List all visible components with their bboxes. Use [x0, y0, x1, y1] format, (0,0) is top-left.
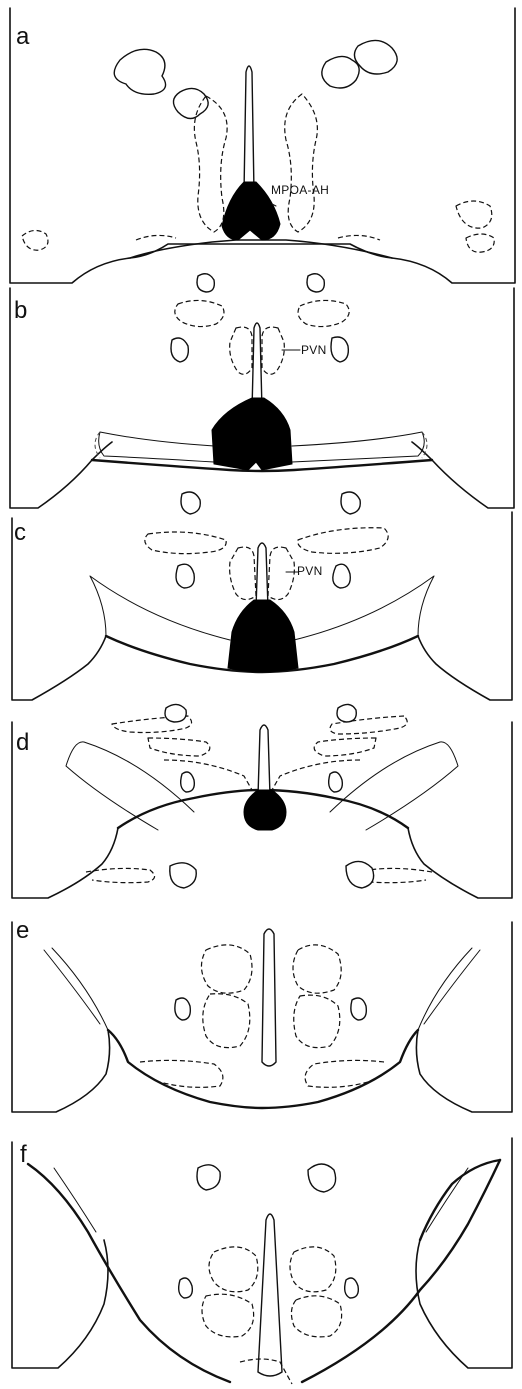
- panel-e-third-ventricle: [262, 929, 276, 1066]
- panel-e-nucleus: [351, 998, 366, 1020]
- panel-c-right-contour: [418, 512, 512, 700]
- panel-f-right-arc: [302, 1160, 500, 1382]
- panel-b-letter: b: [14, 297, 27, 324]
- panel-e-lateral-strip: [418, 948, 480, 1030]
- panel-b-nucleus: [331, 337, 348, 362]
- panel-f-dashed-nucleus: [291, 1296, 341, 1337]
- panel-e-dashed-tract: [86, 868, 155, 882]
- panel-f-right-contour: [416, 1138, 512, 1368]
- panel-d-optic-tract: [66, 742, 194, 830]
- panel-d-nucleus: [329, 772, 343, 792]
- panel-a-chiasm: [130, 240, 392, 258]
- panel-c-pvn-nucleus: [230, 547, 256, 600]
- panel-d-dashed-tract: [148, 738, 210, 756]
- panel-e-right-contour: [416, 922, 512, 1112]
- panel-b-pvn-nucleus: [230, 327, 252, 374]
- panel-f-nucleus: [197, 1165, 220, 1190]
- panel-a-dashed-nucleus: [456, 201, 492, 228]
- panel-c-dashed-nucleus: [145, 532, 226, 554]
- panel-d-dashed-tract: [164, 760, 252, 790]
- panel-b-region-label: PVN: [301, 343, 327, 357]
- panel-f-lateral-strip: [54, 1168, 96, 1232]
- panel-b-nucleus: [197, 274, 214, 292]
- panel-e-dashed-nucleus: [201, 945, 252, 993]
- panel-c-optic-tract: [294, 576, 434, 640]
- panel-a-dashed-nucleus: [136, 235, 176, 240]
- panel-b: b PVN: [10, 274, 514, 508]
- panel-f-dashed-nucleus: [209, 1247, 258, 1292]
- panel-c-optic-tract: [90, 576, 230, 640]
- panel-f-dashed-nucleus: [202, 1294, 254, 1337]
- panel-d-third-ventricle: [258, 725, 270, 796]
- panel-d-optic-tract: [330, 742, 458, 830]
- panel-a-region-label: MPOA-AH: [271, 183, 329, 197]
- panel-e-nucleus: [170, 863, 196, 888]
- panel-a-dashed-nucleus: [338, 235, 380, 240]
- panel-d-dashed-tract: [272, 760, 360, 790]
- panel-d: d: [12, 704, 512, 898]
- panel-a-nucleus: [322, 56, 359, 88]
- panel-c-dashed-nucleus: [298, 528, 388, 554]
- panel-f-dashed-nucleus: [290, 1247, 336, 1292]
- panel-e-dashed-nucleus: [294, 995, 340, 1048]
- panel-b-dashed-nucleus: [298, 300, 349, 326]
- panel-e-letter: e: [16, 917, 29, 944]
- panel-b-lesion: [212, 398, 292, 470]
- panel-c-nucleus: [341, 492, 360, 514]
- panel-a: a MPOA-AH: [10, 8, 515, 283]
- panel-b-pvn-nucleus: [262, 327, 284, 374]
- panel-a-dashed-tract: [194, 96, 227, 232]
- panel-e-dashed-tract: [140, 1060, 223, 1087]
- panel-c-nucleus: [181, 492, 200, 514]
- panel-c: c PVN: [12, 492, 512, 700]
- panel-e-nucleus: [346, 861, 374, 888]
- panel-e-lateral-strip: [44, 948, 108, 1030]
- panel-d-nucleus: [181, 772, 195, 792]
- panel-d-nucleus: [337, 704, 356, 722]
- panel-a-dashed-nucleus: [466, 234, 494, 252]
- panel-a-nucleus: [173, 88, 208, 118]
- panel-b-third-ventricle: [252, 323, 262, 410]
- panel-a-third-ventricle: [244, 66, 254, 192]
- panel-c-third-ventricle: [256, 543, 268, 608]
- panel-c-left-contour: [12, 518, 106, 700]
- panel-f-third-ventricle: [258, 1214, 282, 1376]
- panel-e: e: [12, 861, 512, 1112]
- panel-d-dashed-tract: [314, 738, 376, 756]
- panel-e-nucleus: [175, 998, 190, 1020]
- panel-c-letter: c: [14, 519, 26, 546]
- panel-c-lesion: [228, 600, 298, 672]
- panel-f-nucleus: [308, 1164, 336, 1192]
- panel-a-dashed-nucleus: [22, 230, 48, 250]
- panel-a-nucleus: [354, 40, 397, 74]
- panel-b-dashed-nucleus: [175, 300, 224, 326]
- panel-c-region-label: PVN: [297, 564, 323, 578]
- panel-c-pvn-nucleus: [268, 547, 294, 600]
- panel-b-right-contour: [412, 288, 514, 508]
- panel-a-letter: a: [16, 23, 30, 50]
- panel-f-letter: f: [20, 1141, 27, 1168]
- panel-d-lesion: [244, 790, 286, 830]
- panel-c-nucleus: [176, 564, 194, 588]
- panel-b-nucleus: [171, 338, 188, 362]
- panel-a-nucleus: [114, 49, 165, 94]
- panel-c-nucleus: [333, 564, 350, 588]
- panel-e-dashed-tract: [305, 1060, 384, 1087]
- panel-a-outline: [10, 8, 515, 283]
- panel-d-nucleus: [165, 704, 186, 722]
- panel-b-optic-tract: [292, 432, 424, 462]
- panel-f-left-arc: [28, 1164, 230, 1382]
- panel-e-dashed-nucleus: [203, 994, 250, 1048]
- panel-e-dashed-nucleus: [293, 945, 341, 993]
- panel-f-lateral-strip: [426, 1168, 468, 1232]
- panel-d-letter: d: [16, 729, 29, 756]
- panel-f-nucleus: [179, 1278, 193, 1298]
- panel-b-nucleus: [307, 274, 324, 292]
- panel-f-nucleus: [345, 1278, 359, 1298]
- panel-f-right-hook: [420, 1160, 500, 1240]
- panel-a-dashed-tract: [285, 94, 318, 232]
- panel-b-optic-tract: [99, 432, 214, 462]
- panel-f: f: [12, 1138, 512, 1384]
